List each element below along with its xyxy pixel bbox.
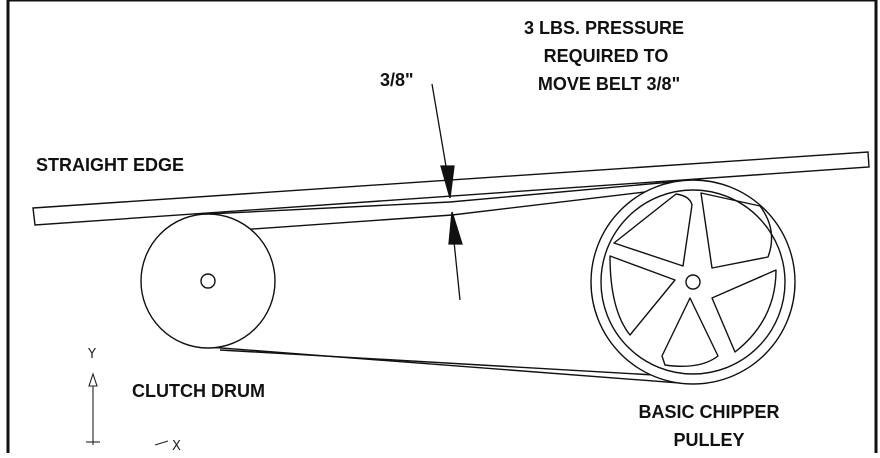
dimension-indicator — [431, 83, 463, 301]
axis-x-label: X — [172, 439, 181, 453]
chipper-pulley — [590, 179, 796, 385]
pressure-note-line3: MOVE BELT 3/8" — [538, 74, 680, 94]
axis-y-label: Y — [87, 347, 96, 362]
clutch-drum — [140, 213, 276, 349]
arrow-down-icon — [440, 165, 455, 199]
drawing-frame — [6, 0, 878, 453]
pressure-note-line1: 3 LBS. PRESSURE — [524, 18, 684, 38]
straight-edge-label: STRAIGHT EDGE — [36, 155, 184, 175]
pulley-spokes — [609, 192, 777, 368]
arrow-up-icon — [448, 211, 463, 245]
clutch-drum-label: CLUTCH DRUM — [132, 381, 265, 401]
pulley-label-line2: PULLEY — [673, 430, 744, 450]
dimension-label: 3/8" — [380, 70, 414, 90]
pulley-label-line1: BASIC CHIPPER — [638, 402, 779, 422]
pressure-note-line2: REQUIRED TO — [544, 46, 669, 66]
ucs-axis-icon — [86, 372, 169, 446]
